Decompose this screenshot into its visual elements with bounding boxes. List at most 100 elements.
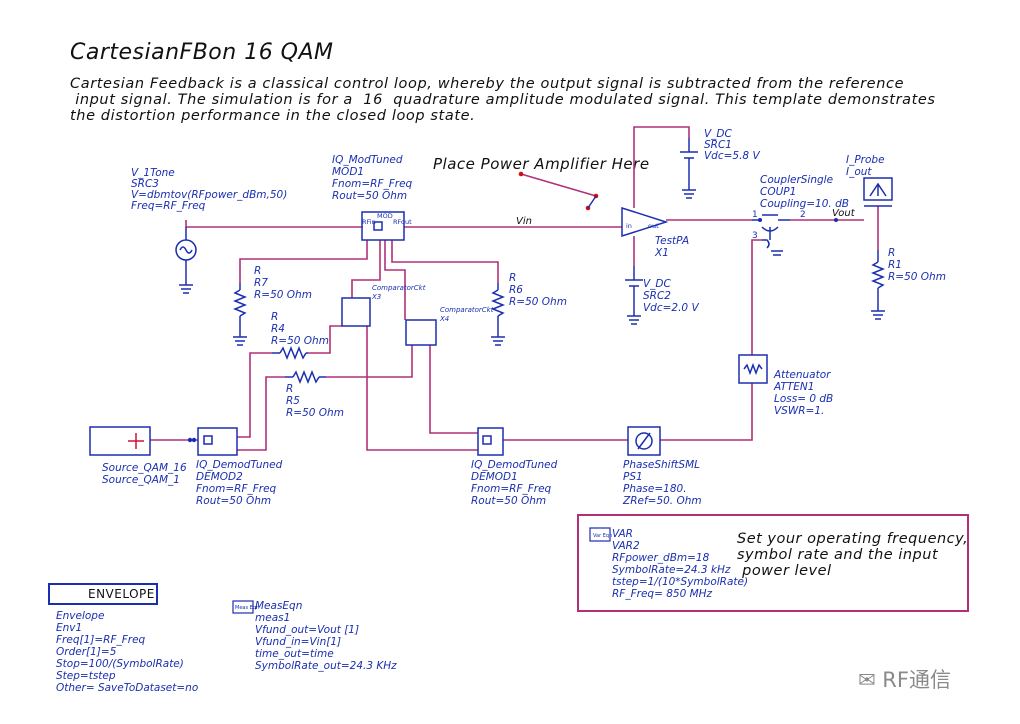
block-port-labels: RFin RFout MOD in out <box>362 212 659 230</box>
r4-resistor[interactable] <box>279 345 307 361</box>
r7-resistor[interactable] <box>232 289 248 317</box>
atten-line-2: ATTEN1 <box>773 381 814 393</box>
pa-note-arrow <box>520 173 597 197</box>
coupler-port-2: 2 <box>800 210 806 220</box>
label-r1: R R1 R=50 Ohm <box>888 247 946 283</box>
label-demod1: IQ_DemodTuned DEMOD1 Fnom=RF_Freq Rout=5… <box>471 459 558 507</box>
arrow-tip-line <box>587 195 597 209</box>
mod-line-3: Fnom=RF_Freq <box>332 178 413 190</box>
env-line-1: Envelope <box>56 610 104 622</box>
wire-r4-demod2 <box>237 352 272 438</box>
meas-line-6: SymbolRate_out=24.3 KHz <box>255 660 397 672</box>
coupler-line-1: CouplerSingle <box>760 174 833 186</box>
probe-line-1: I_Probe <box>846 154 885 166</box>
port-dots <box>187 218 838 443</box>
vdc1-line-3: Vdc=5.8 V <box>704 150 760 162</box>
operating-frequency-note: Set your operating frequency, symbol rat… <box>737 531 968 579</box>
description-line-3: the distortion performance in the closed… <box>70 108 476 124</box>
watermark: ✉ RF通信 <box>858 664 951 694</box>
mod-line-1: IQ_ModTuned <box>332 154 403 166</box>
net-labels: Vin Vout <box>516 208 856 227</box>
comparator-x3-block[interactable] <box>341 297 371 327</box>
wire-r4-x3 <box>308 325 342 354</box>
mod1-inner <box>373 221 383 231</box>
label-src-qam: Source_QAM_16 Source_QAM_1 <box>102 462 187 486</box>
demod1-block[interactable] <box>477 427 504 456</box>
phase-line-2: PS1 <box>623 471 643 483</box>
vdc1-line-2: SRC1 <box>704 139 732 151</box>
meas-eqn-icon[interactable] <box>232 600 254 614</box>
comparator-labels: ComparatorCkt X3 ComparatorCkt X4 <box>371 284 494 323</box>
demod2-line-4: Rout=50 Ohm <box>196 495 271 507</box>
ground-icon <box>871 310 885 320</box>
demod1-line-3: Fnom=RF_Freq <box>471 483 552 495</box>
r5-line-1: R <box>286 383 293 395</box>
ground-icons <box>179 189 885 346</box>
coupler-port-3: 3 <box>752 231 758 241</box>
env-line-6: Step=tstep <box>56 670 116 682</box>
i-probe-block[interactable] <box>863 177 893 201</box>
r5-resistor[interactable] <box>292 369 320 385</box>
component-labels: V_DC SRC1 Vdc=5.8 V V_1Tone SRC3 V=dbmto… <box>56 128 946 694</box>
mod1-block[interactable] <box>361 211 405 241</box>
meter-icon <box>869 182 887 197</box>
schematic-description: Cartesian Feedback is a classical contro… <box>70 76 990 124</box>
x4-line-1: ComparatorCkt <box>440 306 494 314</box>
r1-resistor[interactable] <box>870 261 886 289</box>
r6-line-1: R <box>509 272 516 284</box>
var-line-2: VAR2 <box>612 540 640 552</box>
components <box>89 138 893 456</box>
r5-line-3: R=50 Ohm <box>286 407 344 419</box>
ground-icon <box>179 284 193 294</box>
sine-icon <box>179 246 193 254</box>
coupler-symbol[interactable] <box>752 214 790 232</box>
envelope-controller[interactable]: ENVELOPE <box>48 583 158 605</box>
demod2-line-1: IQ_DemodTuned <box>196 459 283 471</box>
env-line-2: Env1 <box>56 622 82 634</box>
meas-line-4: Vfund_in=Vin[1] <box>255 636 341 648</box>
mod-line-4: Rout=50 Ohm <box>332 190 407 202</box>
chat-bubble-icon: ✉ <box>858 668 876 692</box>
wire-r5-demod2 <box>237 376 285 451</box>
demod2-block[interactable] <box>197 427 238 456</box>
vdc2-battery[interactable] <box>625 279 643 287</box>
demod2-inner <box>203 435 213 445</box>
phase-line-3: Phase=180. <box>623 483 687 495</box>
r7-line-2: R7 <box>254 277 268 289</box>
r6-line-2: R6 <box>509 284 523 296</box>
label-probe: I_Probe I_out <box>846 154 885 178</box>
label-r6: R R6 R=50 Ohm <box>509 272 567 308</box>
pa-line-1: TestPA <box>655 235 689 247</box>
label-r4: R R4 R=50 Ohm <box>271 311 329 347</box>
var-eqn-icon[interactable] <box>589 527 611 542</box>
pa-amplifier[interactable] <box>621 206 669 238</box>
attenuator-block[interactable] <box>738 354 768 384</box>
label-r5: R R5 R=50 Ohm <box>286 383 344 419</box>
r5-line-2: R5 <box>286 395 300 407</box>
demod1-line-2: DEMOD1 <box>471 471 518 483</box>
attenuator-zigzag <box>743 362 763 376</box>
tone-line-4: Freq=RF_Freq <box>131 200 206 212</box>
vdc2-line-3: Vdc=2.0 V <box>643 302 699 314</box>
ground-icon <box>627 315 641 325</box>
vdc2-line-2: SRC2 <box>643 290 671 302</box>
r6-resistor[interactable] <box>490 289 506 317</box>
phase-shifter-block[interactable] <box>627 426 661 456</box>
coupler-line-3: Coupling=10. dB <box>760 198 849 210</box>
description-line-2: input signal. The simulation is for a 16… <box>70 92 936 108</box>
schematic-title: CartesianFBon 16 QAM <box>70 40 334 65</box>
label-vdc1: V_DC SRC1 Vdc=5.8 V <box>704 128 760 162</box>
vdc1-battery[interactable] <box>680 151 698 159</box>
qam-source-block[interactable] <box>89 426 151 456</box>
port-dot <box>834 218 838 222</box>
r1-line-2: R1 <box>888 259 902 271</box>
vdc2-line-1: V_DC <box>643 278 672 290</box>
wire-r6 <box>391 240 499 283</box>
var-icon-label: Var Eqn <box>593 533 612 539</box>
meas-line-5: time_out=time <box>255 648 334 660</box>
ground-icon <box>233 336 247 346</box>
comparator-x4-block[interactable] <box>405 319 437 346</box>
tone-line-1: V_1Tone <box>131 167 175 179</box>
wire-atten-phase <box>660 383 753 441</box>
